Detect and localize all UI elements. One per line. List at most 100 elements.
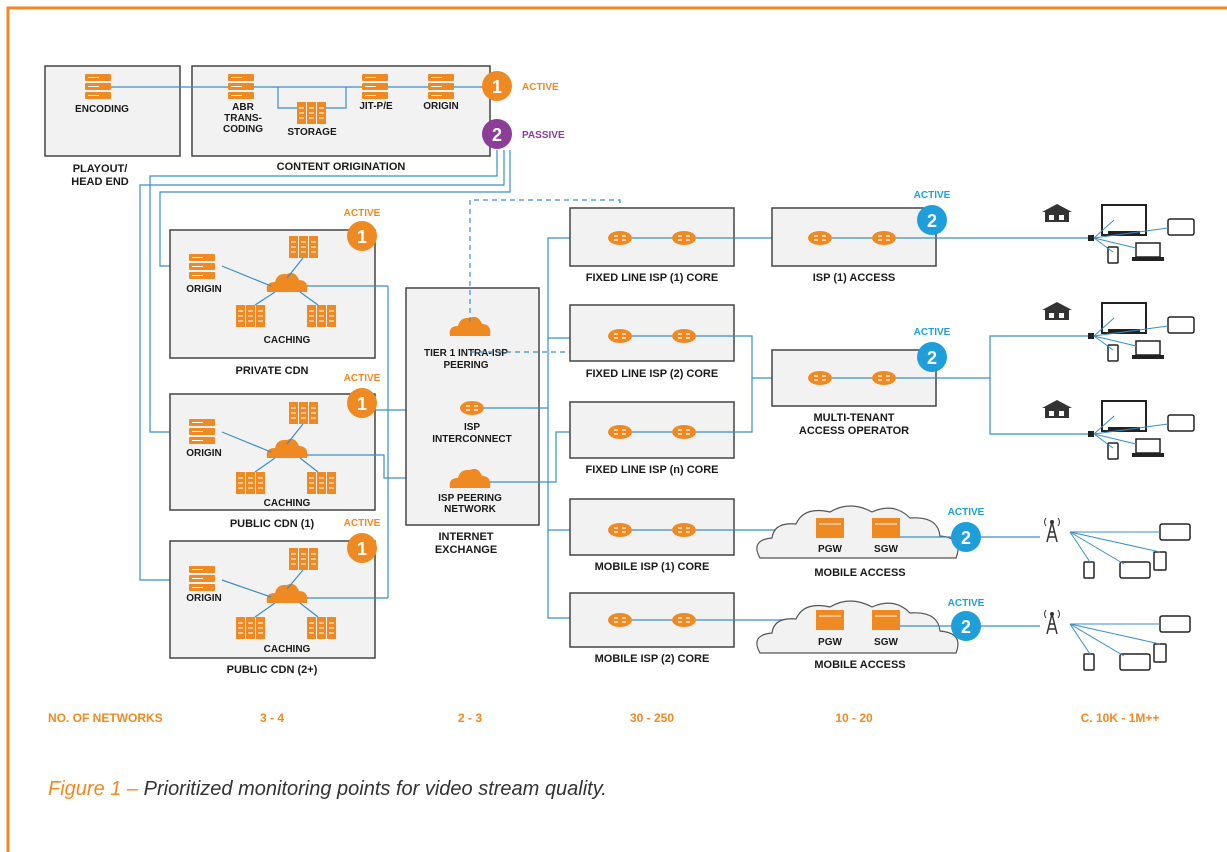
svg-text:2: 2 xyxy=(961,617,971,637)
count-access: 10 - 20 xyxy=(835,711,873,725)
core-label: FIXED LINE ISP (1) CORE xyxy=(586,272,718,284)
mobile-access-label: MOBILE ACCESS xyxy=(814,567,905,579)
peering-label-2: NETWORK xyxy=(444,504,496,515)
core-fixed-1: FIXED LINE ISP (1) CORE xyxy=(569,207,735,284)
cdn-origin-label: ORIGIN xyxy=(186,593,222,604)
figure-number: Figure 1 – xyxy=(48,778,139,800)
count-core: 30 - 250 xyxy=(630,711,674,725)
svg-text:ACTIVE: ACTIVE xyxy=(948,598,985,609)
cdn-title: PUBLIC CDN (1) xyxy=(230,518,315,530)
cdn-cache-icon-top xyxy=(288,401,319,425)
cdn-public-2: ORIGIN CACHING PUBLIC CDN (2+) 1 ACTIVE xyxy=(169,518,388,676)
core-mobile-2: MOBILE ISP (2) CORE xyxy=(569,592,735,665)
ix-core-links xyxy=(484,237,570,619)
pgw-label: PGW xyxy=(818,544,842,555)
home-device-links-3 xyxy=(1093,415,1169,449)
sgw-label: SGW xyxy=(874,544,898,555)
top-origin-label: ORIGIN xyxy=(423,101,459,112)
abr-label-1: ABR xyxy=(232,102,254,113)
ix-title-2: EXCHANGE xyxy=(435,544,497,556)
active-label-top: ACTIVE xyxy=(522,82,559,93)
cdn-caching-label: CACHING xyxy=(264,498,311,509)
cdn-cache-icon-left xyxy=(235,471,266,495)
access-label: ISP (1) ACCESS xyxy=(813,272,896,284)
abr-label-3: CODING xyxy=(223,124,263,135)
cdn-active-label: ACTIVE xyxy=(344,518,381,529)
playout-label-2: HEAD END xyxy=(71,176,129,188)
origin-server-icon xyxy=(427,73,455,100)
cdn-origin-server-icon xyxy=(188,418,216,445)
cdn-caching-label: CACHING xyxy=(264,644,311,655)
playout-box xyxy=(44,65,181,157)
mobile-access-1: PGW SGW MOBILE ACCESS xyxy=(756,505,959,579)
home-device-links-1 xyxy=(1093,219,1169,253)
count-endpoints: C. 10K - 1M++ xyxy=(1081,711,1160,725)
access-badge-multi: 2 ACTIVE xyxy=(914,327,951,372)
cdn-title: PUBLIC CDN (2+) xyxy=(227,664,318,676)
count-ix: 2 - 3 xyxy=(458,711,482,725)
access-badge-isp1: 2 ACTIVE xyxy=(914,190,951,235)
encoding-label: ENCODING xyxy=(75,104,129,115)
cdn-cache-icon-left xyxy=(235,616,266,640)
active-badge-top xyxy=(482,71,512,101)
storage-label: STORAGE xyxy=(287,127,337,138)
storage-icon xyxy=(296,101,327,125)
top-links xyxy=(111,86,511,581)
abr-label-2: TRANS- xyxy=(224,113,262,124)
cdn-origin-server-icon xyxy=(188,565,216,592)
access-badge-mobile-2: 2 ACTIVE xyxy=(948,598,985,641)
core-label: MOBILE ISP (2) CORE xyxy=(595,653,710,665)
core-label: FIXED LINE ISP (2) CORE xyxy=(586,368,718,380)
cdn-badge-num: 1 xyxy=(357,394,367,414)
active-badge-top-num: 1 xyxy=(492,77,502,97)
encoding-server-icon xyxy=(84,73,112,100)
house-icon xyxy=(1042,400,1072,418)
svg-text:ACTIVE: ACTIVE xyxy=(948,507,985,518)
access-home-links xyxy=(896,237,1088,627)
passive-badge-top-num: 2 xyxy=(492,125,502,145)
svg-text:ACTIVE: ACTIVE xyxy=(914,327,951,338)
peering-label-1: ISP PEERING xyxy=(438,493,502,504)
svg-text:2: 2 xyxy=(961,528,971,548)
cdn-cache-icon-right xyxy=(306,471,337,495)
jit-label: JIT-P/E xyxy=(359,101,393,112)
cdn-private: ORIGIN CACHING PRIVATE CDN 1 ACTIVE xyxy=(169,208,388,377)
cdn-badge-num: 1 xyxy=(357,227,367,247)
cell-tower-icon xyxy=(1043,517,1061,543)
svg-text:2: 2 xyxy=(927,348,937,368)
content-origination-label: CONTENT ORIGINATION xyxy=(277,161,406,173)
figure-caption: Figure 1 – Prioritized monitoring points… xyxy=(48,778,607,801)
cdn-caching-label: CACHING xyxy=(264,335,311,346)
interconnect-label-2: INTERCONNECT xyxy=(432,434,511,445)
cdn-origin-label: ORIGIN xyxy=(186,284,222,295)
home-device-links-2 xyxy=(1093,317,1169,351)
playout-label-1: PLAYOUT/ xyxy=(73,163,128,175)
pgw-label: PGW xyxy=(818,637,842,648)
isp1-access: ISP (1) ACCESS xyxy=(771,207,937,284)
cdn-title: PRIVATE CDN xyxy=(236,365,309,377)
access-label-2: ACCESS OPERATOR xyxy=(799,425,909,437)
core-fixed-n: FIXED LINE ISP (n) CORE xyxy=(569,401,735,476)
cdn-cache-icon-left xyxy=(235,304,266,328)
cdn-cache-icon-right xyxy=(306,304,337,328)
mobile-device-links-1 xyxy=(1069,531,1161,565)
house-icon xyxy=(1042,302,1072,320)
jit-server-icon xyxy=(361,73,389,100)
cdn-cache-icon-top xyxy=(288,235,319,259)
count-cdn: 3 - 4 xyxy=(260,711,284,725)
sgw-label: SGW xyxy=(874,637,898,648)
cdn-badge-num: 1 xyxy=(357,539,367,559)
tier1-label-1: TIER 1 INTRA-ISP xyxy=(424,348,508,359)
multi-tenant-access: MULTI-TENANT ACCESS OPERATOR xyxy=(771,349,937,437)
core-mobile-1: MOBILE ISP (1) CORE xyxy=(569,498,735,573)
frame-border xyxy=(6,6,1227,852)
interconnect-label-1: ISP xyxy=(464,422,480,433)
passive-label-top: PASSIVE xyxy=(522,130,565,141)
house-icon xyxy=(1042,204,1072,222)
core-label: MOBILE ISP (1) CORE xyxy=(595,561,710,573)
home-devices-icon xyxy=(1087,204,1195,264)
cdn-cache-icon-top xyxy=(288,547,319,571)
ix-title-1: INTERNET xyxy=(439,531,494,543)
mobile-access-label: MOBILE ACCESS xyxy=(814,659,905,671)
figure-caption-text: Prioritized monitoring points for video … xyxy=(138,778,607,800)
